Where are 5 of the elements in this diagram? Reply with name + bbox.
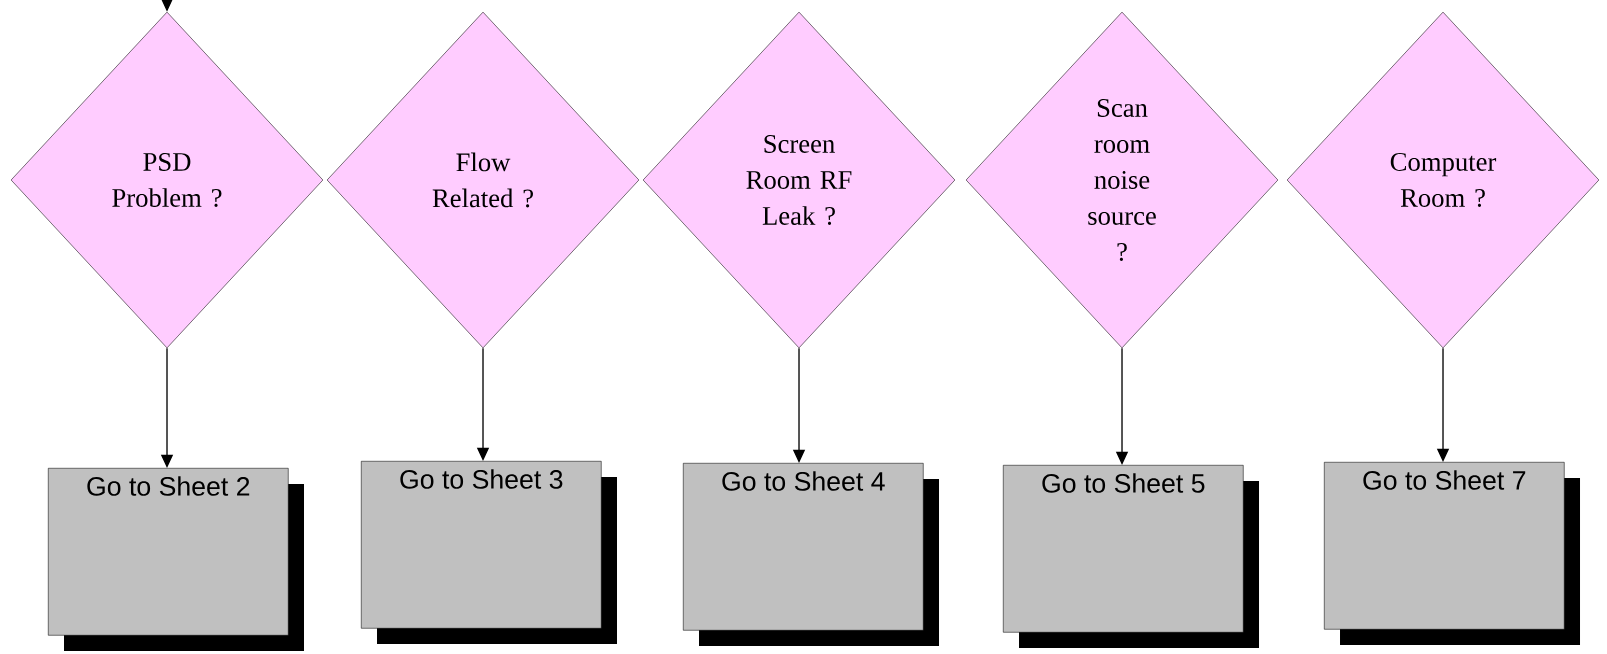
process-box: Go to Sheet 7	[1324, 462, 1580, 645]
process-box: Go to Sheet 3	[361, 461, 617, 644]
process-box: Go to Sheet 4	[683, 463, 939, 646]
process-box: Go to Sheet 2	[48, 468, 304, 651]
process-box: Go to Sheet 5	[1003, 465, 1259, 648]
